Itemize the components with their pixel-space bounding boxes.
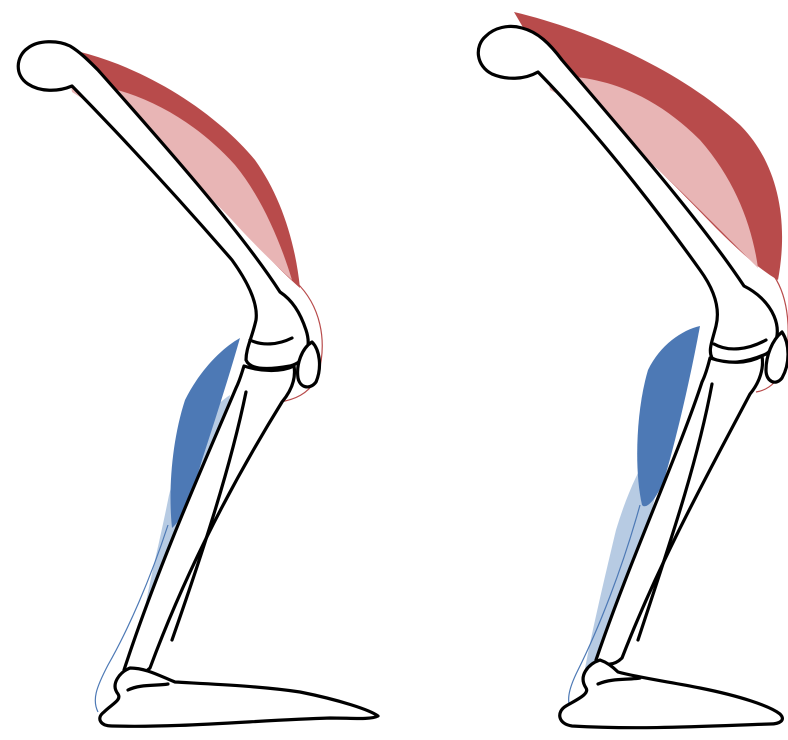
right-leg — [478, 12, 788, 728]
left-foot — [100, 668, 378, 726]
right-foot — [560, 660, 783, 728]
left-leg — [18, 42, 378, 727]
